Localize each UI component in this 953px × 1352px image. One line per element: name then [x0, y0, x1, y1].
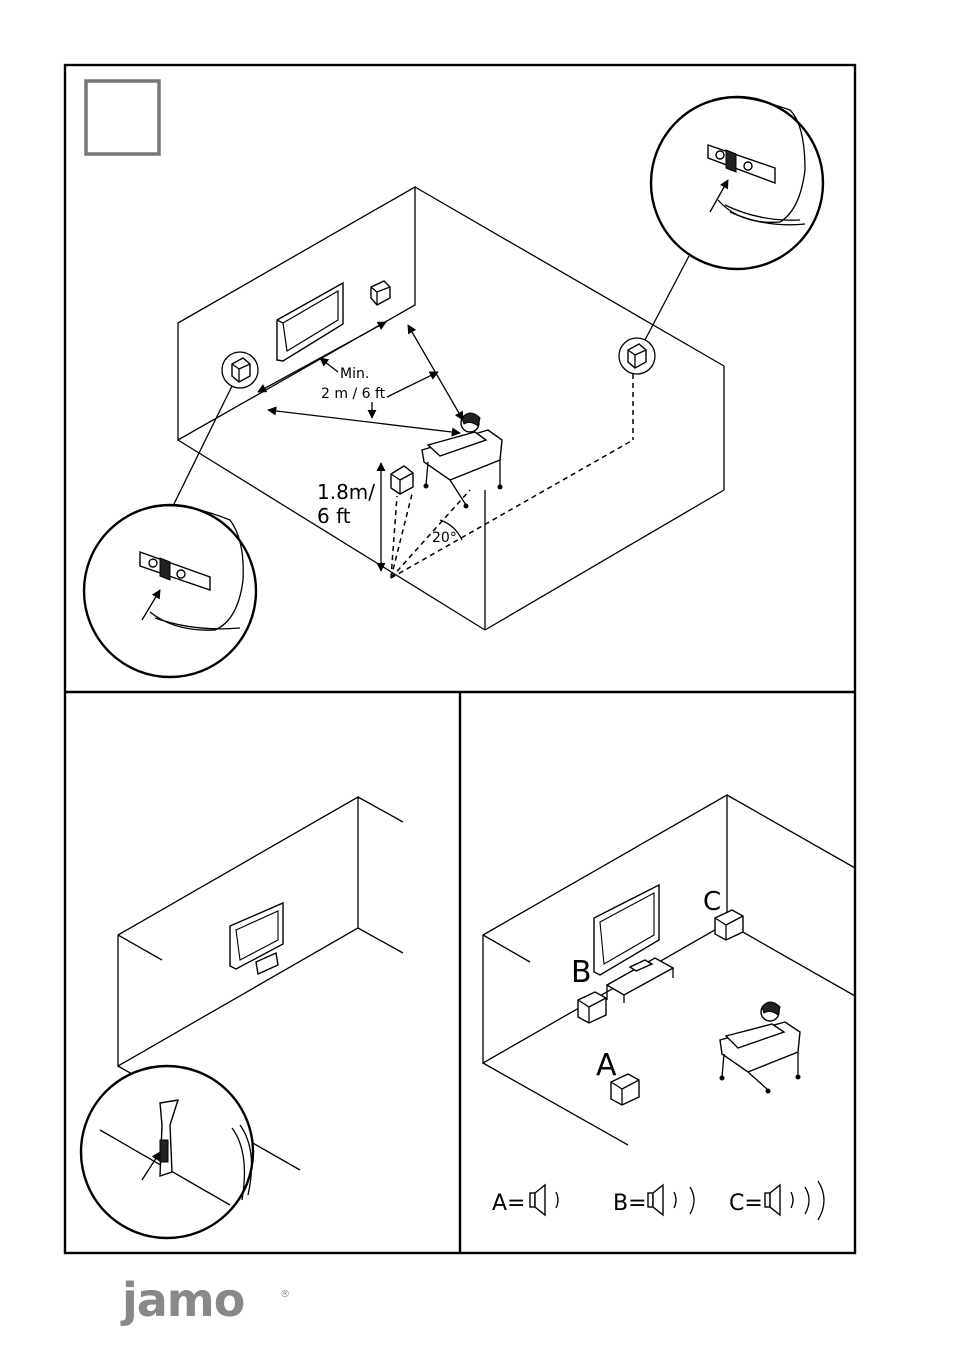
jamo-logo: jamo ® [120, 1273, 290, 1327]
distance-label-line2: 2 m / 6 ft [321, 386, 386, 402]
legend-key-b: B= [613, 1191, 647, 1216]
legend-item-b: B= [613, 1185, 694, 1216]
logo-text: jamo [120, 1273, 244, 1327]
position-label-c: C [703, 887, 721, 917]
room-bottom-right [483, 795, 855, 1145]
height-label-line2: 6 ft [317, 504, 351, 528]
legend-key-c: C= [729, 1191, 763, 1216]
height-label-line1: 1.8m/ [317, 480, 375, 504]
subwoofer-top [391, 466, 413, 494]
speaker-right-highlight [619, 338, 655, 440]
callout-connector-left [171, 386, 232, 510]
tv-top [277, 283, 343, 361]
position-label-a: A [596, 1048, 617, 1083]
position-speaker-b [578, 992, 606, 1023]
top-room [178, 187, 724, 630]
speaker-icon [765, 1193, 770, 1207]
legend-item-a: A= [492, 1185, 558, 1216]
listener-bottom-right [720, 1002, 801, 1094]
angle-label: 20° [432, 530, 457, 546]
speaker-icon [648, 1193, 653, 1207]
speaker-left-highlight [222, 352, 258, 388]
speaker-icon [530, 1193, 535, 1207]
callout-zoom-right [651, 97, 823, 269]
callout-connector-right [645, 256, 689, 340]
registered-mark: ® [280, 1289, 290, 1300]
sound-legend: A= B= C= [492, 1181, 824, 1220]
distance-label-line1: Min. [340, 366, 369, 382]
step-number-box [86, 81, 159, 154]
callout-zoom-left [84, 505, 256, 677]
speaker-back-wall [371, 281, 390, 305]
callout-zoom-bottom-left [81, 1066, 253, 1238]
position-label-b: B [571, 955, 592, 990]
listener-top [422, 413, 503, 509]
legend-item-c: C= [729, 1181, 824, 1220]
legend-key-a: A= [492, 1191, 525, 1216]
